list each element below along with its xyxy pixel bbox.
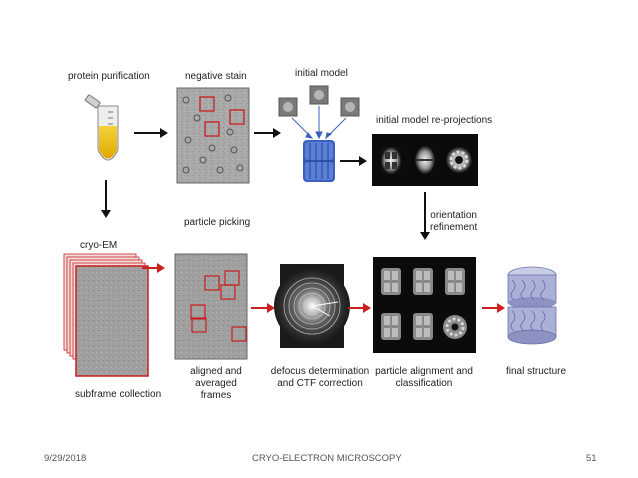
- arrow-right-icon: [134, 128, 168, 138]
- arrow-right-icon: [142, 263, 165, 273]
- arrow-right-icon: [251, 303, 275, 313]
- label-particle-alignment: particle alignment and classification: [375, 366, 473, 389]
- arrow-down-icon: [101, 180, 111, 218]
- initial-model-3d: [303, 140, 335, 182]
- initial-model-class-averages: [278, 85, 360, 140]
- negative-stain-micrograph: [176, 87, 250, 184]
- arrow-right-icon: [348, 303, 371, 313]
- aligned-frames-micrograph: [174, 253, 248, 360]
- test-tube-icon: [84, 94, 119, 161]
- label-initial-model-reprojections: initial model re-projections: [376, 115, 493, 126]
- subframe-stack: [63, 253, 149, 377]
- label-protein-purification: protein purification: [68, 71, 150, 82]
- label-cryo-em: cryo-EM: [80, 240, 118, 251]
- arrow-down-icon: [420, 192, 430, 240]
- label-subframe-collection: subframe collection: [75, 389, 162, 400]
- label-orientation-refinement: orientation refinement: [430, 210, 478, 233]
- arrow-right-icon: [340, 156, 367, 166]
- label-initial-model: initial model: [295, 68, 348, 79]
- footer-date: 9/29/2018: [44, 453, 87, 464]
- particle-classification-averages: [373, 257, 476, 353]
- label-negative-stain: negative stain: [185, 71, 247, 82]
- label-defocus-ctf: defocus determination and CTF correction: [270, 366, 370, 389]
- initial-model-reprojections: [372, 134, 478, 186]
- footer-page-number: 51: [586, 453, 597, 464]
- label-particle-picking: particle picking: [184, 217, 251, 228]
- arrow-right-icon: [482, 303, 505, 313]
- footer-title: CRYO-ELECTRON MICROSCOPY: [252, 453, 402, 464]
- arrow-right-icon: [254, 128, 281, 138]
- ctf-power-spectrum: [274, 264, 350, 348]
- label-final-structure: final structure: [506, 366, 567, 377]
- final-structure-model: [507, 266, 557, 345]
- workflow-diagram: [63, 85, 557, 377]
- label-aligned-averaged-frames: aligned and averaged frames: [190, 366, 242, 401]
